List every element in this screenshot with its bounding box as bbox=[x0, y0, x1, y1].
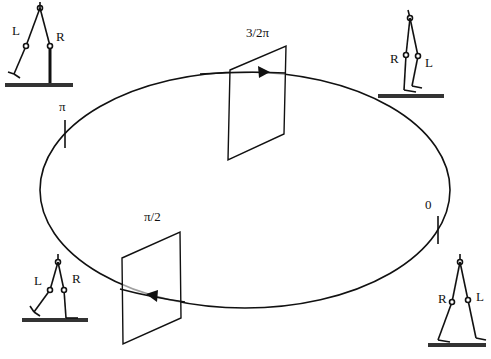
direction-arrow bbox=[258, 66, 270, 78]
phase-label: 3/2π bbox=[245, 26, 270, 39]
walker-figure bbox=[22, 254, 88, 322]
walker-figure bbox=[5, 2, 73, 87]
section-plane bbox=[228, 46, 286, 160]
leg-label: R bbox=[437, 292, 448, 305]
walker-figure bbox=[378, 10, 444, 98]
phase-label: π bbox=[58, 100, 67, 113]
phase-tick bbox=[437, 216, 439, 244]
phase-label: π/2 bbox=[143, 210, 162, 223]
leg-label: L bbox=[475, 290, 485, 303]
phase-label: 0 bbox=[424, 198, 433, 211]
leg-label: L bbox=[11, 24, 21, 37]
leg-label: R bbox=[71, 272, 82, 285]
leg-label: L bbox=[424, 56, 434, 69]
phase-tick bbox=[64, 120, 66, 148]
leg-label: L bbox=[33, 274, 43, 287]
walker-figure bbox=[428, 254, 486, 347]
leg-label: R bbox=[389, 52, 400, 65]
section-plane bbox=[122, 232, 181, 344]
direction-arrow bbox=[146, 290, 158, 302]
limit-cycle bbox=[120, 289, 185, 302]
leg-label: R bbox=[55, 30, 66, 43]
limit-cycle bbox=[200, 72, 286, 74]
